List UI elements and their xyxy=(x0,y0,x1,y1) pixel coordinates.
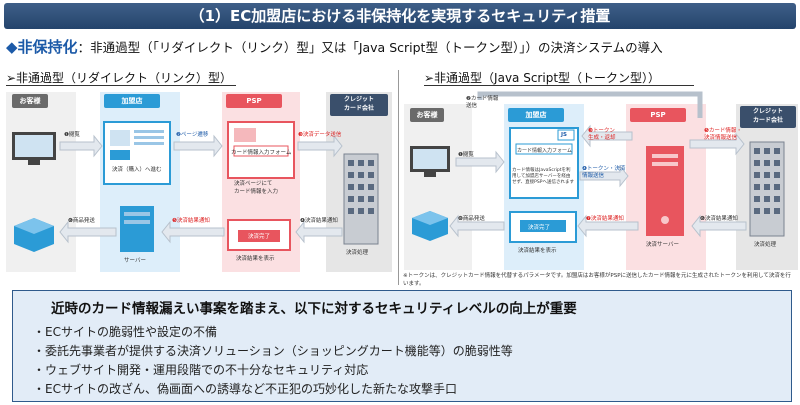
right-card-form-label: カード情報入力フォーム xyxy=(517,148,572,154)
right-arrow-step6 xyxy=(691,214,747,238)
right-heading: ➢非通過型（Java Script型（トークン型）） xyxy=(424,71,661,85)
left-step1-label: ❶閲覧 xyxy=(64,132,80,138)
right-step6-label: ❻決済結果通知 xyxy=(700,216,738,222)
section-divider xyxy=(398,70,399,285)
left-heading-underline xyxy=(6,85,236,86)
customer-header xyxy=(12,94,48,108)
subtitle-key: 非保持化 xyxy=(17,38,78,56)
psp-header xyxy=(226,94,282,108)
right-psp-header xyxy=(630,108,686,122)
left-heading: ➢非通過型（リダイレクト（リンク）型） xyxy=(6,71,233,85)
right-card-company-label: クレジット カード会社 xyxy=(752,108,783,124)
security-summary-box: 近時のカード情報漏えい事案を踏まえ、以下に対するセキュリティレベルの向上が重要 … xyxy=(12,290,792,402)
left-step5-label: ❺決済結果通知 xyxy=(172,218,210,224)
right-step8-label: ❽商品発送 xyxy=(458,216,485,222)
token-footnote: ※トークンは、クレジットカード情報を代替するパラメータです。加盟店はお客様がPS… xyxy=(403,273,791,287)
right-arrow-step1 xyxy=(455,150,505,174)
arrow-step3 xyxy=(297,134,343,158)
subtitle: ◆非保持化：非通過型（「リダイレクト（リンク）型」又は「Java Script型… xyxy=(6,36,663,57)
left-settle-process: 決済処理 xyxy=(346,250,369,256)
left-server-label: サーバー xyxy=(124,258,146,264)
right-heading-underline xyxy=(424,85,694,86)
arrow-card-info-send xyxy=(477,91,703,118)
left-merchant-screen-button: 決済（購入）へ進む xyxy=(112,167,162,173)
arrow-step4 xyxy=(295,220,343,244)
right-psp-server-label: 決済サーバー xyxy=(646,242,679,248)
left-psp-caption: 決済ページにて カード情報を入力 xyxy=(234,181,279,195)
summary-bullet: ・ECサイトの改ざん、偽画面への誘導など不正犯の巧妙化した新たな攻撃手口 xyxy=(33,382,457,396)
right-arrow-step7 xyxy=(577,214,639,238)
right-settle-process: 決済処理 xyxy=(754,242,777,248)
left-step6-label: ❻商品発送 xyxy=(68,218,95,224)
right-merchant-label: 加盟店 xyxy=(525,111,547,119)
left-diagram xyxy=(6,92,392,272)
right-customer-label: お客様 xyxy=(416,111,438,119)
right-settle-done-badge xyxy=(520,220,566,232)
right-customer-header xyxy=(410,108,444,122)
page-title: （1）EC加盟店における非保持化を実現するセキュリティ措置 xyxy=(4,3,796,29)
right-settle-display: 決済結果を表示 xyxy=(518,248,557,254)
subtitle-text: ：非通過型（「リダイレクト（リンク）型」又は「Java Script型（トークン… xyxy=(77,40,663,55)
arrow-step1 xyxy=(59,134,103,158)
summary-bullet: ・委託先事業者が提供する決済ソリューション（ショッピングカート機能等）の脆弱性等 xyxy=(33,344,513,358)
right-customer-lane xyxy=(404,104,472,270)
right-psp-label: PSP xyxy=(650,111,666,119)
right-js-description: カード情報はJavaScriptを利用して加盟店サーバーを経由せず、直接PSPへ… xyxy=(512,168,574,185)
right-arrow-step3 xyxy=(581,124,633,148)
left-step2-label: ❷ページ遷移 xyxy=(176,132,209,138)
left-merchant-label: 加盟店 xyxy=(121,97,143,105)
summary-bullet: ・ウェブサイト開発・運用段階での不十分なセキュリティ対応 xyxy=(33,363,369,377)
right-step2-label: ❷カード情報 送信 xyxy=(466,96,499,109)
left-settle-done: 決済完了 xyxy=(248,234,271,240)
arrow-step6 xyxy=(59,220,117,244)
right-arrow-step5 xyxy=(689,132,745,156)
js-badge xyxy=(557,129,575,141)
merchant-header xyxy=(104,94,160,108)
left-step3-label: ❸決済データ送信 xyxy=(298,132,342,138)
right-step4-label: ❹トークン・決済 情報送信 xyxy=(582,166,626,179)
right-settle-done: 決済完了 xyxy=(528,225,551,231)
right-arrow-step8 xyxy=(449,214,505,238)
right-step7-label: ❼決済結果通知 xyxy=(586,216,624,222)
right-card-company-header xyxy=(740,106,796,128)
arrow-step2 xyxy=(173,134,223,158)
right-step3-label: ❸トークン 生成・返却 xyxy=(588,128,616,141)
left-settle-display: 決済結果を表示 xyxy=(236,256,275,262)
summary-heading: 近時のカード情報漏えい事案を踏まえ、以下に対するセキュリティレベルの向上が重要 xyxy=(51,301,577,317)
right-diagram xyxy=(404,91,798,270)
right-step1-label: ❶閲覧 xyxy=(458,152,474,158)
card-company-header xyxy=(330,94,388,116)
arrow-step5 xyxy=(161,220,225,244)
left-customer-label: お客様 xyxy=(19,97,41,105)
subtitle-marker: ◆ xyxy=(6,38,18,56)
settle-done-badge xyxy=(238,230,280,242)
right-step5-label: ❺カード情報・ 決済情報送信 xyxy=(704,128,742,141)
left-psp-label: PSP xyxy=(246,97,262,105)
right-js-label: JS xyxy=(561,132,568,138)
left-psp-form-label: カード情報入力フォーム xyxy=(231,150,292,156)
right-arrow-step4 xyxy=(579,164,629,188)
right-merchant-header xyxy=(508,108,564,122)
left-card-company-label: クレジット カード会社 xyxy=(343,96,374,112)
summary-bullet: ・ECサイトの脆弱性や設定の不備 xyxy=(33,325,217,339)
left-step4-label: ❹決済結果通知 xyxy=(300,218,338,224)
